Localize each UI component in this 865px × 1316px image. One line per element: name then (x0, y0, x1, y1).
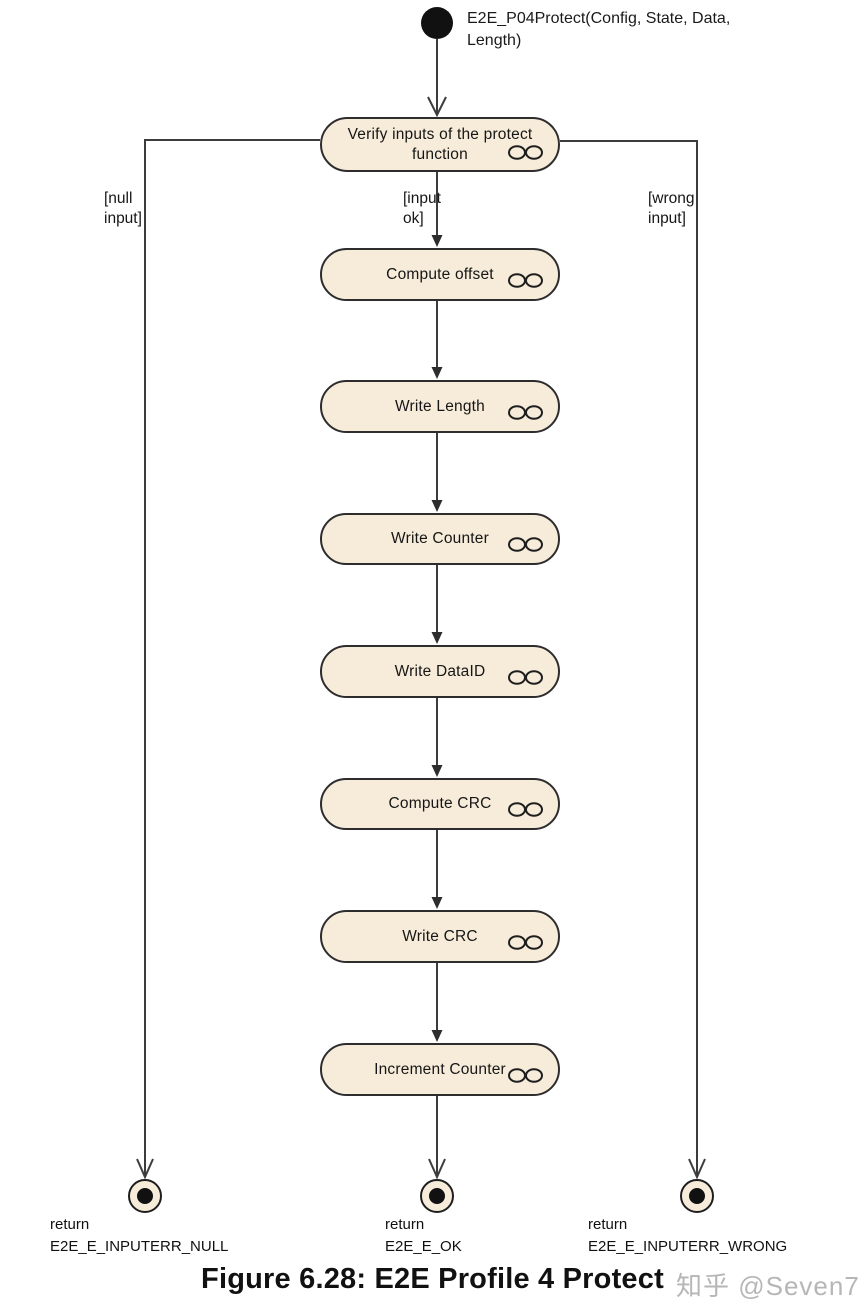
return-label-ok: return E2E_E_OK (385, 1214, 462, 1258)
guard-line: input] (104, 210, 142, 228)
edge-start-to-verify (427, 39, 447, 118)
return-keyword: return (588, 1216, 628, 1233)
guard-line: [input (403, 190, 441, 207)
activity-label: Write CRC (402, 927, 478, 945)
end-node-null (128, 1179, 162, 1213)
edge-compute-crc-to-write-crc (431, 830, 443, 909)
edge-write-dataid-to-compute-crc (431, 698, 443, 777)
activity-compute-offset: Compute offset (320, 248, 560, 301)
edge-verify-to-end-null (136, 139, 320, 1180)
end-node-wrong (680, 1179, 714, 1213)
activity-write-length: Write Length (320, 380, 560, 433)
watermark: 知乎 @Seven7 (676, 1271, 860, 1301)
start-node-label: E2E_P04Protect(Config, State, Data, Leng… (467, 8, 767, 51)
edge-compute-offset-to-write-length (431, 301, 443, 379)
return-label-inputerr-null: return E2E_E_INPUTERR_NULL (50, 1214, 228, 1258)
activity-label: Verify inputs of the protect function (347, 126, 533, 163)
activity-write-dataid: Write DataID (320, 645, 560, 698)
guard-line: [wrong (648, 190, 695, 207)
call-behavior-icon (508, 272, 543, 288)
activity-verify-inputs: Verify inputs of the protect function (320, 117, 560, 172)
call-behavior-icon (508, 145, 543, 160)
activity-label: Compute CRC (388, 795, 492, 813)
activity-compute-crc: Compute CRC (320, 778, 560, 830)
return-keyword: return (385, 1216, 425, 1233)
return-code: E2E_E_INPUTERR_NULL (50, 1237, 229, 1255)
edge-write-length-to-write-counter (431, 433, 443, 512)
call-behavior-icon (508, 669, 543, 685)
call-behavior-icon (508, 802, 543, 817)
guard-line: [null (104, 190, 133, 207)
guard-null-input: [null input] (104, 189, 142, 230)
call-behavior-icon (508, 1067, 543, 1083)
edge-write-crc-to-increment-counter (431, 963, 443, 1042)
return-label-inputerr-wrong: return E2E_E_INPUTERR_WRONG (588, 1214, 787, 1258)
activity-increment-counter: Increment Counter (320, 1043, 560, 1096)
return-code: E2E_E_OK (385, 1237, 462, 1255)
activity-label: Write DataID (394, 662, 486, 680)
guard-line: ok] (403, 210, 424, 228)
activity-write-crc: Write CRC (320, 910, 560, 963)
start-label-line1: E2E_P04Protect(Config, State, Data, (467, 10, 731, 27)
start-node (421, 7, 453, 39)
activity-label: Write Counter (391, 530, 489, 548)
return-code: E2E_E_INPUTERR_WRONG (588, 1237, 788, 1255)
call-behavior-icon (508, 934, 543, 950)
edge-increment-counter-to-end-ok (428, 1096, 446, 1180)
edge-write-counter-to-write-dataid (431, 565, 443, 644)
call-behavior-icon (508, 404, 543, 420)
guard-wrong-input: [wrong input] (648, 189, 695, 230)
activity-label: Compute offset (386, 265, 494, 283)
figure-caption: Figure 6.28: E2E Profile 4 Protect (201, 1263, 664, 1295)
call-behavior-icon (508, 537, 543, 552)
guard-input-ok: [input ok] (403, 189, 441, 230)
edge-verify-to-compute-offset (431, 172, 443, 247)
activity-write-counter: Write Counter (320, 513, 560, 565)
guard-line: input] (648, 210, 686, 228)
end-node-ok (420, 1179, 454, 1213)
edge-verify-to-end-wrong (560, 140, 706, 1180)
start-label-line2: Length) (467, 31, 522, 49)
return-keyword: return (50, 1216, 90, 1233)
activity-label: Increment Counter (374, 1060, 506, 1078)
activity-label: Write Length (395, 397, 485, 415)
